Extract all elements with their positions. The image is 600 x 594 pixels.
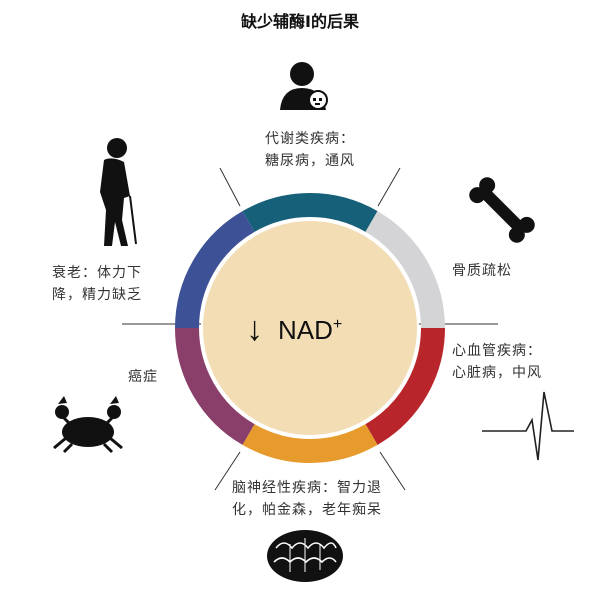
brain-icon [267,530,343,582]
ring-segment-cancer [175,327,255,445]
label-osteoporosis: 骨质疏松 [452,260,512,282]
ring-segment-cardiovascular [365,327,445,445]
label-cancer-text: 癌症 [128,369,158,385]
diabetic-person-icon [280,62,328,110]
crab-icon [53,396,123,454]
center-circle [201,219,419,437]
outer-ring [175,193,445,463]
label-cardiovascular-line1: 心血管疾病： [452,343,542,359]
elderly-man-icon [100,138,137,246]
label-osteoporosis-text: 骨质疏松 [452,263,512,279]
separator-line-top-right [377,167,401,207]
ring-segment-neuro [242,423,378,463]
separator-line-top-left [219,167,241,207]
bone-icon [469,177,535,243]
label-metabolic-line1: 代谢类疾病： [265,131,355,147]
label-neuro-line1: 脑神经性疾病：智力退 [232,480,382,496]
label-aging: 衰老：体力下 降，精力缺乏 [52,262,142,306]
label-cancer: 癌症 [128,366,158,388]
ring-segment-metabolic [242,193,378,233]
label-aging-line2: 降，精力缺乏 [52,287,142,303]
label-metabolic: 代谢类疾病： 糖尿病，通风 [250,128,370,172]
label-neuro-line2: 化，帕金森，老年痴呆 [232,502,382,518]
ring-segment-aging [175,211,255,329]
label-metabolic-line2: 糖尿病，通风 [265,153,355,169]
label-cardiovascular-line2: 心脏病，中风 [452,365,542,381]
diagram-title: 缺少辅酶I的后果 [241,12,359,31]
separator-line-bottom-right [379,451,406,491]
down-arrow: ↓ [246,310,263,348]
label-aging-line1: 衰老：体力下 [52,265,142,281]
separator-line-bottom-left [214,451,241,491]
nad-label: NAD+ [278,315,342,345]
label-neuro: 脑神经性疾病：智力退 化，帕金森，老年痴呆 [232,477,382,521]
label-cardiovascular: 心血管疾病： 心脏病，中风 [452,340,542,384]
ring-segment-osteoporosis [365,211,445,329]
heartbeat-icon [482,391,574,461]
